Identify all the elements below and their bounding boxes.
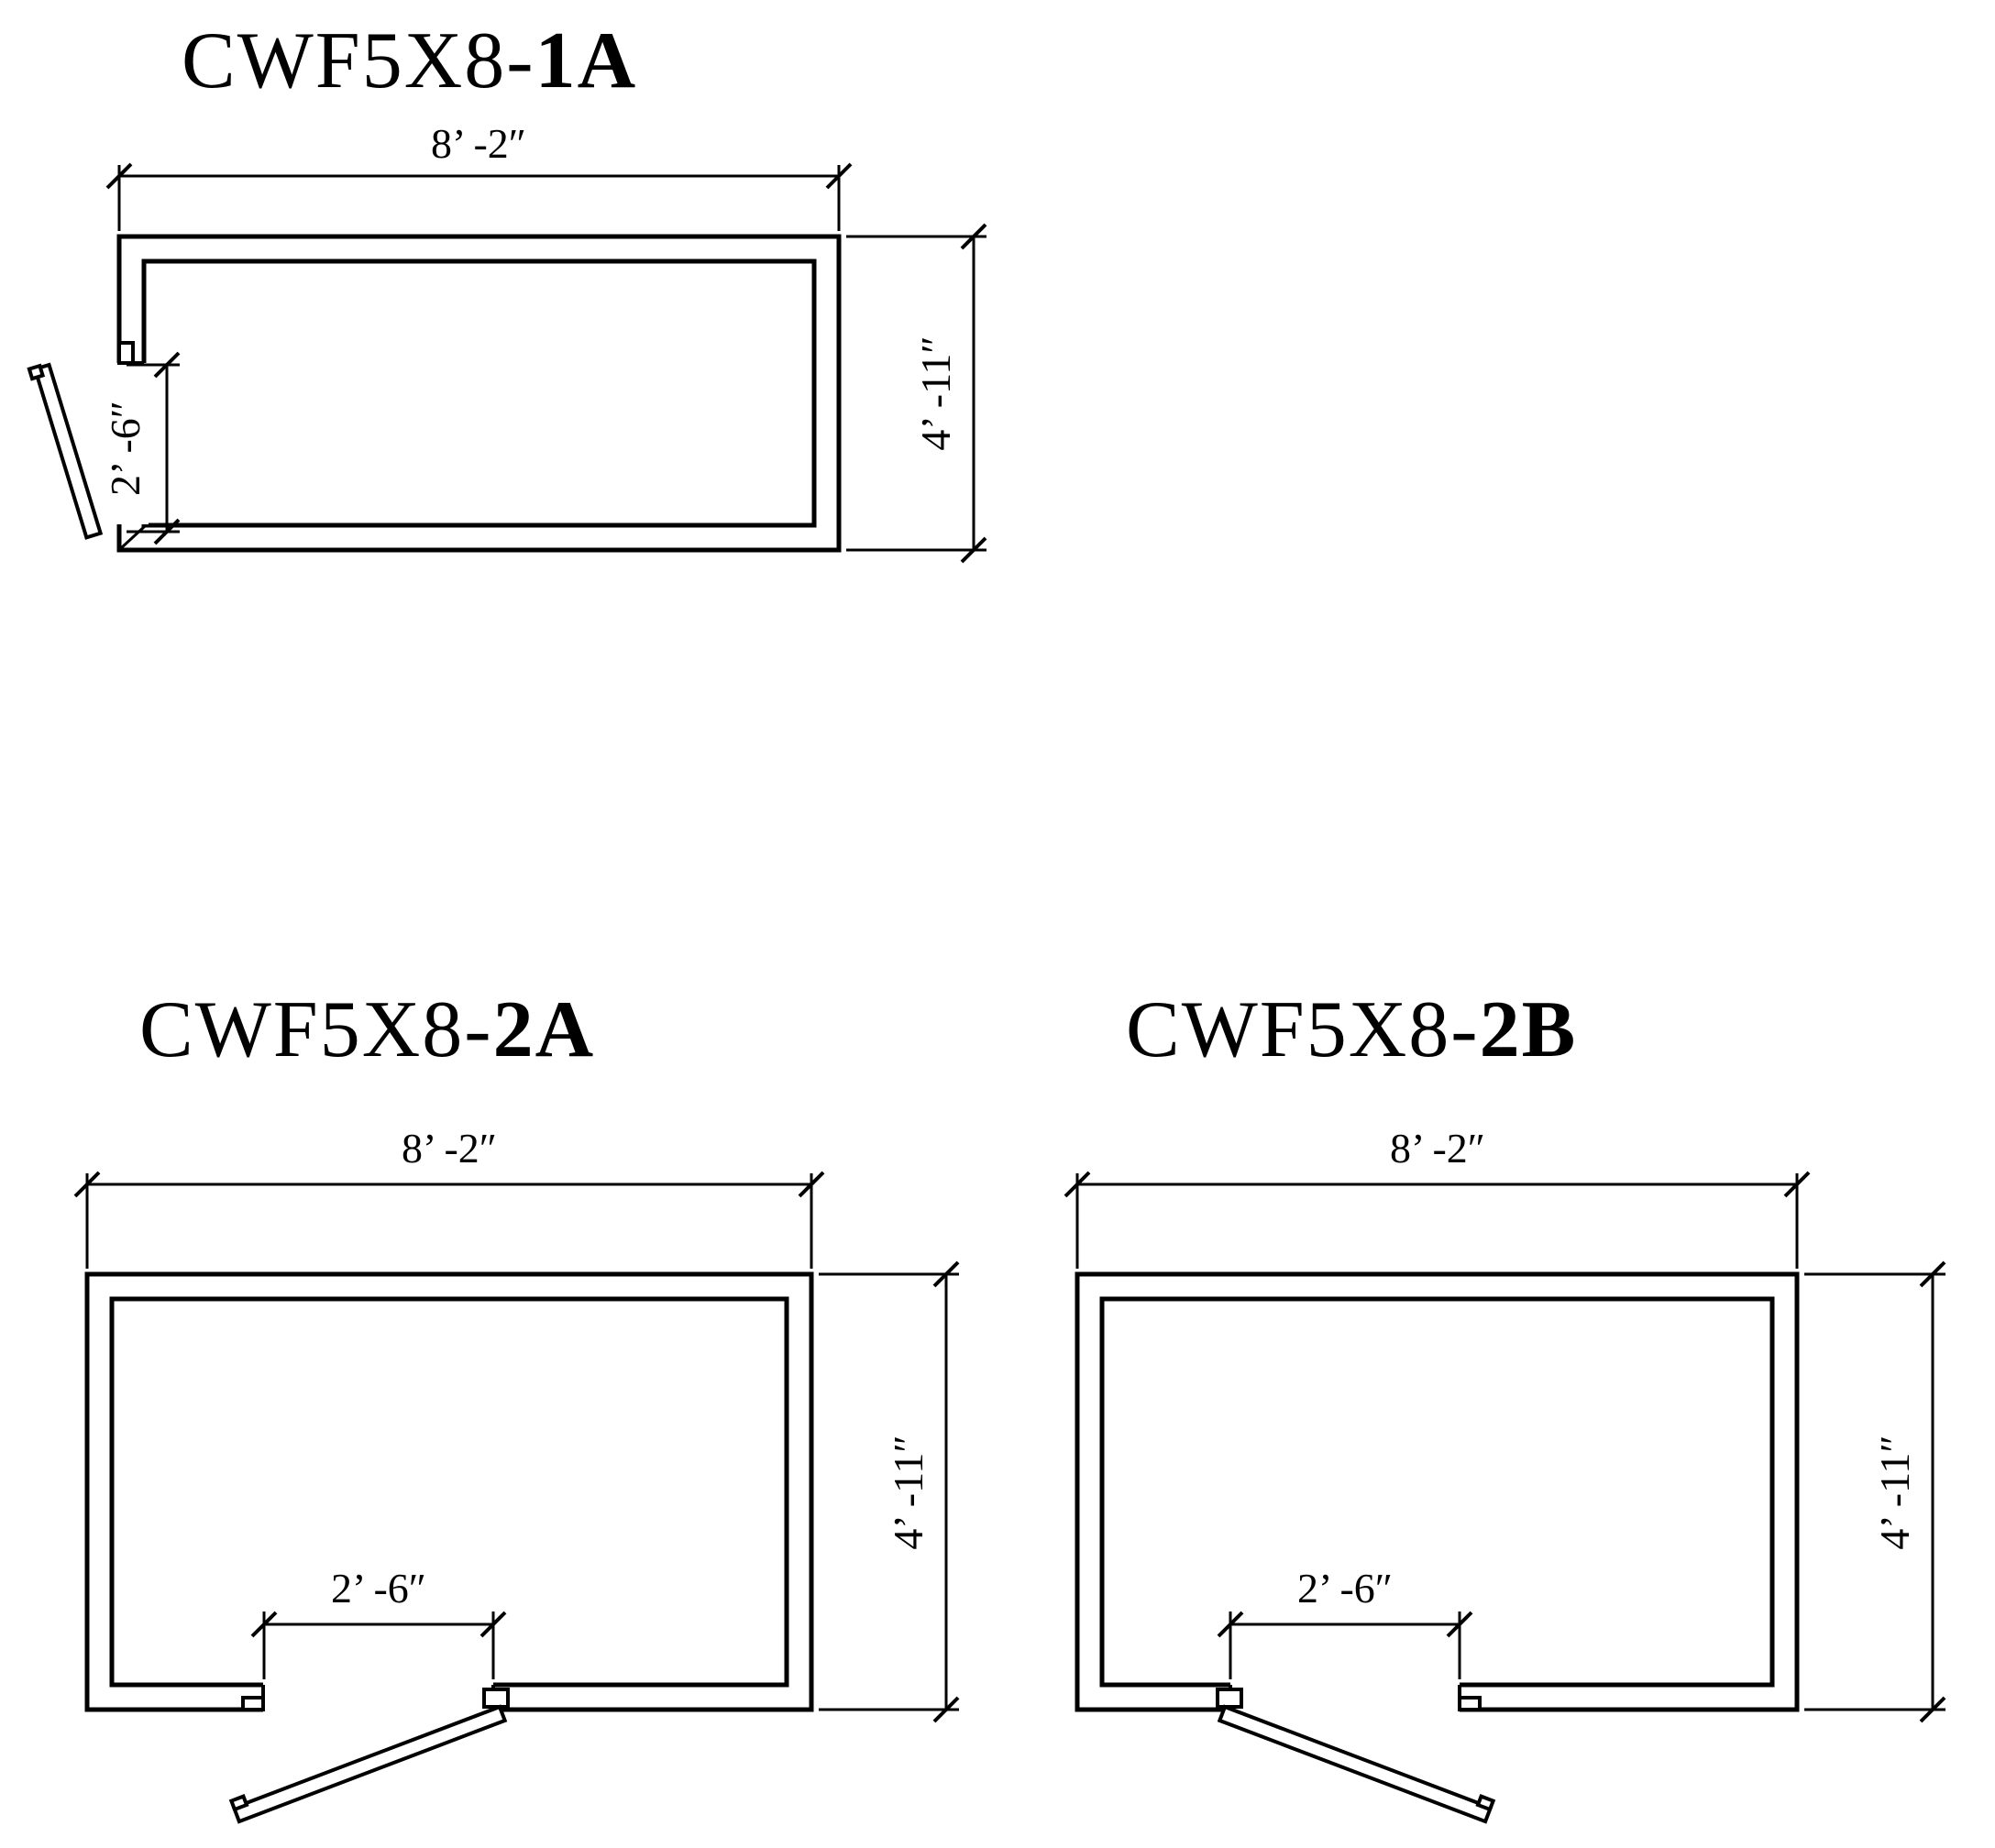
- door-hinge-2b: [1216, 1688, 1243, 1709]
- door-opening-2b: [1230, 1681, 1460, 1714]
- door-opening-1a: [116, 363, 149, 524]
- plan-cwf5x8-1a: CWF5X8-1A 8’ -2″ 4’ -11: [27, 16, 987, 564]
- width-dimension-label-2a: 8’ -2″: [402, 1125, 497, 1172]
- height-dimension-label-1a: 4’ -11″: [912, 336, 959, 450]
- inner-wall-1a: [141, 258, 817, 528]
- walls-2a: [84, 1271, 814, 1714]
- door-leaf-1a: [27, 362, 104, 540]
- door-jamb-1a: [117, 341, 135, 365]
- dimension-door-2a: 2’ -6″: [250, 1565, 507, 1679]
- dimension-door-2b: 2’ -6″: [1217, 1565, 1473, 1679]
- width-dimension-label-2b: 8’ -2″: [1390, 1125, 1485, 1172]
- dimension-height-2b: 4’ -11″: [1804, 1260, 1946, 1723]
- walls-2b: [1075, 1271, 1800, 1714]
- plan-title-2a: CWF5X8-2A: [139, 985, 595, 1074]
- plan-cwf5x8-2b: CWF5X8-2B 8’ -2″: [1064, 985, 1946, 1824]
- plan-title-2b: CWF5X8-2B: [1126, 985, 1577, 1074]
- door-dimension-label-2b: 2’ -6″: [1297, 1565, 1393, 1612]
- door-stop-mark-1a: [119, 524, 147, 550]
- height-dimension-label-2b: 4’ -11″: [1871, 1435, 1918, 1549]
- height-dimension-label-2a: 4’ -11″: [885, 1435, 931, 1549]
- dimension-height-2a: 4’ -11″: [819, 1260, 960, 1723]
- door-hinge-2a: [482, 1688, 510, 1709]
- width-dimension-label-1a: 8’ -2″: [431, 120, 526, 167]
- door-leaf-2a: [228, 1704, 508, 1824]
- dimension-height-1a: 4’ -11″: [846, 223, 987, 564]
- dimension-door-1a: 2’ -6″: [102, 351, 181, 545]
- walls-1a: [116, 234, 842, 553]
- plan-title-1a: CWF5X8-1A: [182, 16, 637, 105]
- door-opening-2a: [263, 1681, 493, 1714]
- door-dimension-label-2a: 2’ -6″: [331, 1565, 426, 1612]
- inner-wall-2b: [1099, 1296, 1775, 1688]
- dimension-width-2a: 8’ -2″: [73, 1125, 825, 1269]
- inner-wall-2a: [109, 1296, 789, 1688]
- door-dimension-label-1a: 2’ -6″: [102, 401, 149, 496]
- dimension-width-1a: 8’ -2″: [105, 120, 853, 231]
- door-jamb-2a: [241, 1696, 265, 1711]
- door-jamb-2b: [1458, 1696, 1482, 1711]
- dimension-width-2b: 8’ -2″: [1064, 1125, 1811, 1269]
- door-leaf-2b: [1217, 1704, 1496, 1824]
- plan-cwf5x8-2a: CWF5X8-2A 8’ -2″: [73, 985, 960, 1824]
